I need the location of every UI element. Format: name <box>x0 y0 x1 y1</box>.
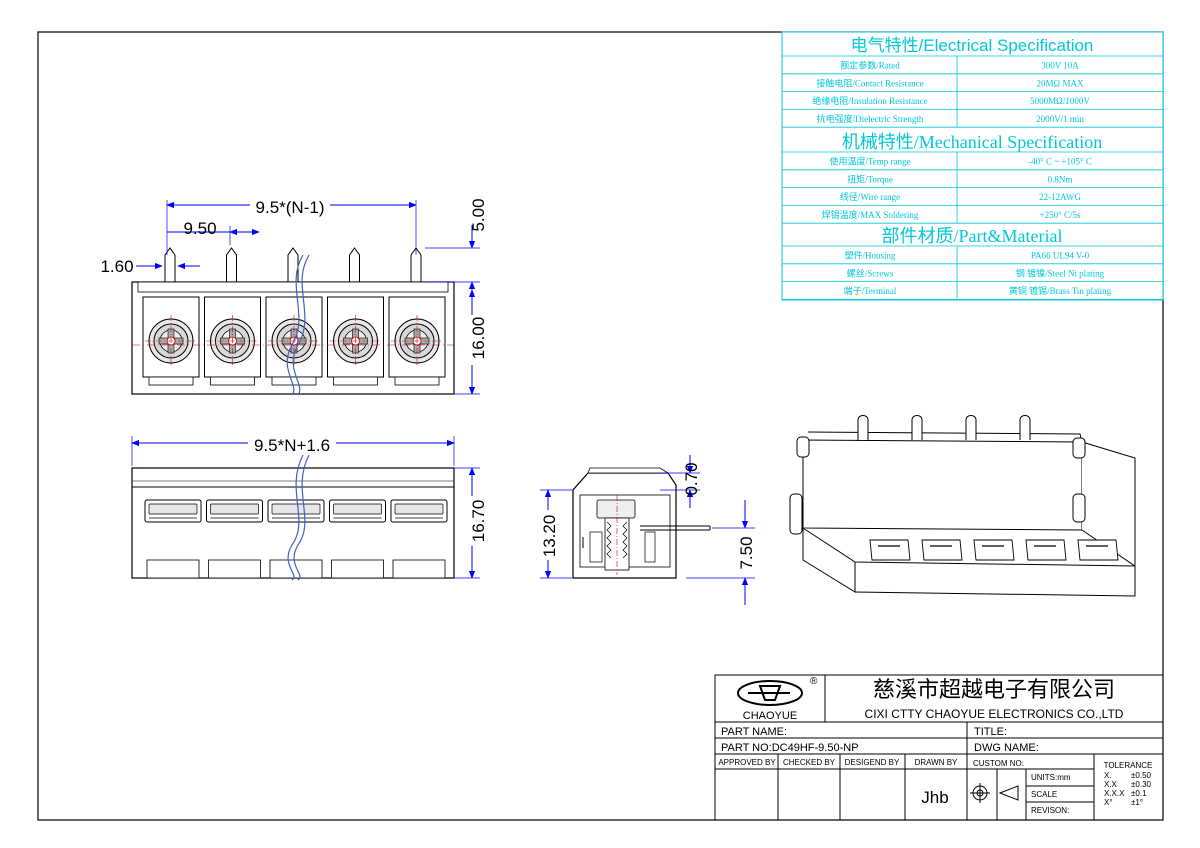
dim-body-height: 16.00 <box>469 317 488 360</box>
spec-value: 5000MΩ/1000V <box>1030 96 1090 106</box>
spec-label: 线径/Wire range <box>840 191 900 202</box>
tolerance-value: ±0.1 <box>1131 789 1147 798</box>
revision-label: REVISON: <box>1031 806 1069 815</box>
tolerance-label: TOLERANCE <box>1104 761 1153 770</box>
front-terminal-cell <box>390 499 448 523</box>
iso-pin <box>965 415 977 440</box>
part-name-label: PART NAME: <box>721 726 787 738</box>
iso-cell <box>973 539 1015 561</box>
spec-value: 黄铜 镀锡/Brass Tin plating <box>1009 285 1112 296</box>
spec-value: 22-12AWG <box>1039 192 1081 202</box>
spec-value: 300V 10A <box>1041 61 1079 71</box>
dim-pitch: 9.50 <box>183 219 216 238</box>
tolerance-key: X.X.X <box>1104 789 1125 798</box>
company-en: CIXI CTTY CHAOYUE ELECTRONICS CO.,LTD <box>865 707 1124 721</box>
front-view: 9.5*N+1.6 16.70 <box>131 434 488 581</box>
dim-pitch-total: 9.5*(N-1) <box>256 198 325 217</box>
iso-pin <box>857 415 869 440</box>
scale-label: SCALE <box>1031 790 1057 799</box>
tolerance-value: ±0.30 <box>1131 780 1152 789</box>
top-view: 9.5*(N-1) 9.50 1.60 5.00 16.00 <box>100 196 488 396</box>
checked-by-label: CHECKED BY <box>783 758 836 767</box>
spec-value: -40° C ~ +105° C <box>1028 157 1092 167</box>
iso-cell <box>1025 539 1067 561</box>
approved-by-label: APPROVED BY <box>718 758 776 767</box>
isometric-view <box>789 415 1136 597</box>
spec-label: 焊锡温度/MAX Soldering <box>822 209 919 220</box>
spec-label: 额定参数/Rated <box>840 60 900 71</box>
drawn-by-value: Jhb <box>921 788 948 807</box>
tolerance-key: X.X <box>1104 780 1118 789</box>
custom-no-label: CUSTOM NO: <box>973 759 1024 768</box>
tolerance-value: ±1° <box>1131 798 1143 807</box>
pin <box>349 247 360 282</box>
pin <box>287 247 299 282</box>
material-spec-title: 部件材质/Part&Material <box>882 226 1063 246</box>
dim-side-pin: 7.50 <box>737 536 756 569</box>
dim-pin-height: 5.00 <box>469 198 488 231</box>
spec-value: 2000V/1 min <box>1036 114 1084 124</box>
spec-label: 绝缘电阻/Insulation Resistance <box>812 95 927 106</box>
pin <box>164 247 176 282</box>
dim-side-total: 13.20 <box>540 515 559 558</box>
spec-label: 塑件/Housing <box>844 250 896 261</box>
spec-value: +250° C/5s <box>1040 210 1081 220</box>
front-terminal-cell <box>144 499 202 523</box>
dwg-name-label: DWG NAME: <box>974 742 1039 754</box>
spec-value: 钢 镀镍/Steel Ni plating <box>1016 267 1105 278</box>
iso-cell <box>869 539 911 561</box>
spec-label: 螺丝/Screws <box>847 267 894 278</box>
iso-cell <box>921 539 963 561</box>
spec-label: 抗电强度/Dielectric Strength <box>817 113 924 124</box>
logo-text: CHAOYUE <box>743 710 797 722</box>
side-view: 13.20 0.70 7.50 <box>540 455 756 605</box>
iso-pin <box>911 415 923 440</box>
front-terminal-cell <box>267 499 325 523</box>
spec-value: PA66 UL94 V-0 <box>1031 251 1090 261</box>
specification-table: 电气特性/Electrical Specification 机械特性/Mecha… <box>781 31 1164 301</box>
dim-side-height: 16.70 <box>469 500 488 543</box>
spec-label: 使用温度/Temp range <box>829 156 910 167</box>
electrical-spec-title: 电气特性/Electrical Specification <box>851 36 1094 55</box>
title-block <box>714 674 1164 821</box>
title-label: TITLE: <box>974 726 1007 738</box>
drawn-by-label: DRAWN BY <box>915 758 958 767</box>
tolerance-value: ±0.50 <box>1131 771 1152 780</box>
designed-by-label: DESIGEND BY <box>845 758 900 767</box>
units-label: UNITS:mm <box>1031 773 1071 782</box>
logo-registered: ® <box>810 676 818 687</box>
front-terminal-cell <box>206 499 263 523</box>
iso-cell <box>1077 539 1119 561</box>
spec-label: 接触电阻/Contact Resistance <box>816 77 923 88</box>
title-block-text: ® CHAOYUE 慈溪市超越电子有限公司 CIXI CTTY CHAOYUE … <box>718 676 1152 815</box>
dim-pin-width: 1.60 <box>100 257 133 276</box>
front-terminal-cell <box>329 499 386 523</box>
spec-label: 扭矩/Torque <box>847 173 893 184</box>
spec-label: 端子/Terminal <box>844 285 897 296</box>
pin <box>226 247 237 282</box>
mechanical-spec-title: 机械特性/Mechanical Specification <box>842 132 1102 152</box>
part-no: PART NO:DC49HF-9.50-NP <box>721 742 859 754</box>
dim-side-offset: 0.70 <box>682 462 701 495</box>
spec-value: 0.8Nm <box>1048 174 1073 184</box>
tolerance-key: X. <box>1104 771 1112 780</box>
tolerance-key: X° <box>1104 798 1113 807</box>
sheet-border <box>37 31 1164 821</box>
company-cn: 慈溪市超越电子有限公司 <box>873 677 1115 702</box>
iso-pin <box>1019 415 1031 440</box>
spec-value: 20MΩ MAX <box>1037 78 1084 88</box>
dim-length-total: 9.5*N+1.6 <box>254 436 330 455</box>
